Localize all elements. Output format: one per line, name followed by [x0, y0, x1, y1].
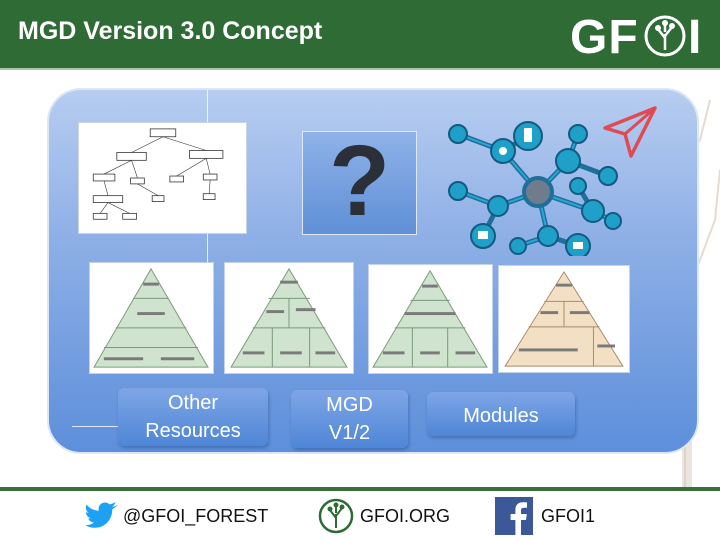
- pyramid-diagram-3: [368, 264, 493, 374]
- modules-network-image: [448, 121, 622, 256]
- facebook-icon: [495, 497, 533, 535]
- paper-plane-icon: [603, 106, 657, 158]
- facebook-page: GFOI1: [541, 505, 596, 526]
- modules-button[interactable]: Modules: [427, 392, 575, 436]
- website-link[interactable]: GFOI.ORG: [318, 498, 450, 534]
- pyramid-diagram-4: [498, 265, 630, 373]
- question-mark: ?: [328, 125, 391, 237]
- connector-line: [72, 426, 122, 427]
- question-image: ?: [302, 126, 417, 236]
- header-bar: MGD Version 3.0 Concept GF I: [0, 0, 720, 70]
- gfoi-seal-icon: [318, 498, 354, 534]
- pyramid-diagram-2: [224, 262, 354, 374]
- footer-divider: [0, 487, 720, 491]
- mgd-v1-2-button[interactable]: MGD V1/2: [291, 390, 408, 448]
- header-divider: [0, 68, 720, 70]
- facebook-link[interactable]: GFOI1: [495, 497, 596, 535]
- twitter-bird-icon: [85, 502, 118, 528]
- twitter-handle: @GFOI_FOREST: [123, 505, 269, 526]
- decision-tree-image: [78, 122, 247, 234]
- slide-title: MGD Version 3.0 Concept: [18, 17, 323, 45]
- other-resources-button[interactable]: Other Resources: [118, 388, 268, 446]
- gfoi-logo: GF I: [570, 11, 702, 64]
- tree-logo-icon: [644, 15, 686, 57]
- website-url: GFOI.ORG: [360, 505, 450, 526]
- pyramid-diagram-1: [89, 262, 214, 374]
- twitter-link[interactable]: @GFOI_FOREST: [85, 498, 268, 534]
